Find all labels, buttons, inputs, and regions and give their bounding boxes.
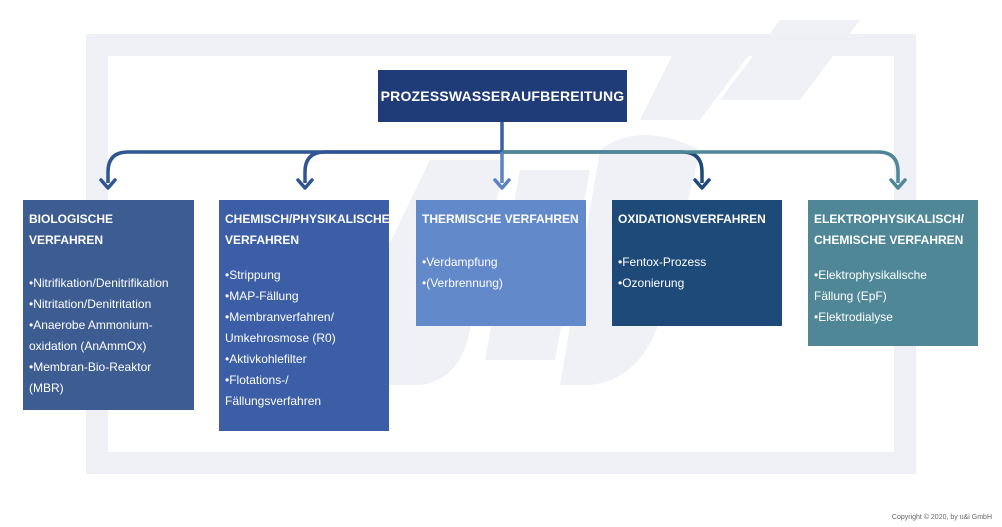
list-item: •Fentox-Prozess xyxy=(618,255,707,269)
category-box-elektro: ELEKTROPHYSIKALISCH/ CHEMISCHE VERFAHREN… xyxy=(808,200,978,346)
root-node: PROZESSWASSERAUFBEREITUNG xyxy=(378,70,627,122)
category-box-thermisch: THERMISCHE VERFAHREN •Verdampfung •(Verb… xyxy=(416,200,586,326)
list-item: •Flotations-/ xyxy=(225,373,289,387)
arrow-down-icon xyxy=(889,178,907,190)
list-item: •Elektrophysikalische xyxy=(814,268,927,282)
list-item: •Nitritation/Denitritation xyxy=(29,297,152,311)
list-item: •Strippung xyxy=(225,268,281,282)
list-item: •Membranverfahren/ xyxy=(225,310,334,324)
category-title: THERMISCHE VERFAHREN xyxy=(422,212,579,226)
list-item: (MBR) xyxy=(29,381,64,395)
arrow-down-icon xyxy=(296,178,314,190)
category-box-biologisch: BIOLOGISCHE VERFAHREN •Nitrifikation/Den… xyxy=(23,200,194,410)
copyright-text: Copyright © 2020, by u&i GmbH xyxy=(891,514,992,521)
category-title: CHEMISCH/PHYSIKALISCHE VERFAHREN xyxy=(225,212,390,247)
list-item: •(Verbrennung) xyxy=(422,276,503,290)
list-item: •MAP-Fällung xyxy=(225,289,299,303)
list-item: •Verdampfung xyxy=(422,255,498,269)
list-item: •Ozonierung xyxy=(618,276,685,290)
list-item: Umkehrosmose (R0) xyxy=(225,331,336,345)
category-title: OXIDATIONSVERFAHREN xyxy=(618,212,766,226)
category-title: BIOLOGISCHE VERFAHREN xyxy=(29,212,114,247)
list-item: oxidation (AnAmmOx) xyxy=(29,339,147,353)
list-item: Fällungsverfahren xyxy=(225,394,322,408)
category-title: ELEKTROPHYSIKALISCH/ CHEMISCHE VERFAHREN xyxy=(814,212,965,247)
arrow-down-icon xyxy=(493,178,511,190)
list-item: •Aktivkohlefilter xyxy=(225,352,307,366)
list-item: •Membran-Bio-Reaktor xyxy=(29,360,152,374)
category-box-chemisch: CHEMISCH/PHYSIKALISCHE VERFAHREN •Stripp… xyxy=(219,200,390,431)
arrow-down-icon xyxy=(693,178,711,190)
root-label: PROZESSWASSERAUFBEREITUNG xyxy=(380,88,625,104)
arrow-down-icon xyxy=(99,178,117,190)
list-item: •Anaerobe Ammonium- xyxy=(29,318,153,332)
list-item: Fällung (EpF) xyxy=(814,289,887,303)
list-item: •Nitrifikation/Denitrifikation xyxy=(29,276,169,290)
category-box-oxidation: OXIDATIONSVERFAHREN •Fentox-Prozess •Ozo… xyxy=(612,200,782,326)
list-item: •Elektrodialyse xyxy=(814,310,893,324)
